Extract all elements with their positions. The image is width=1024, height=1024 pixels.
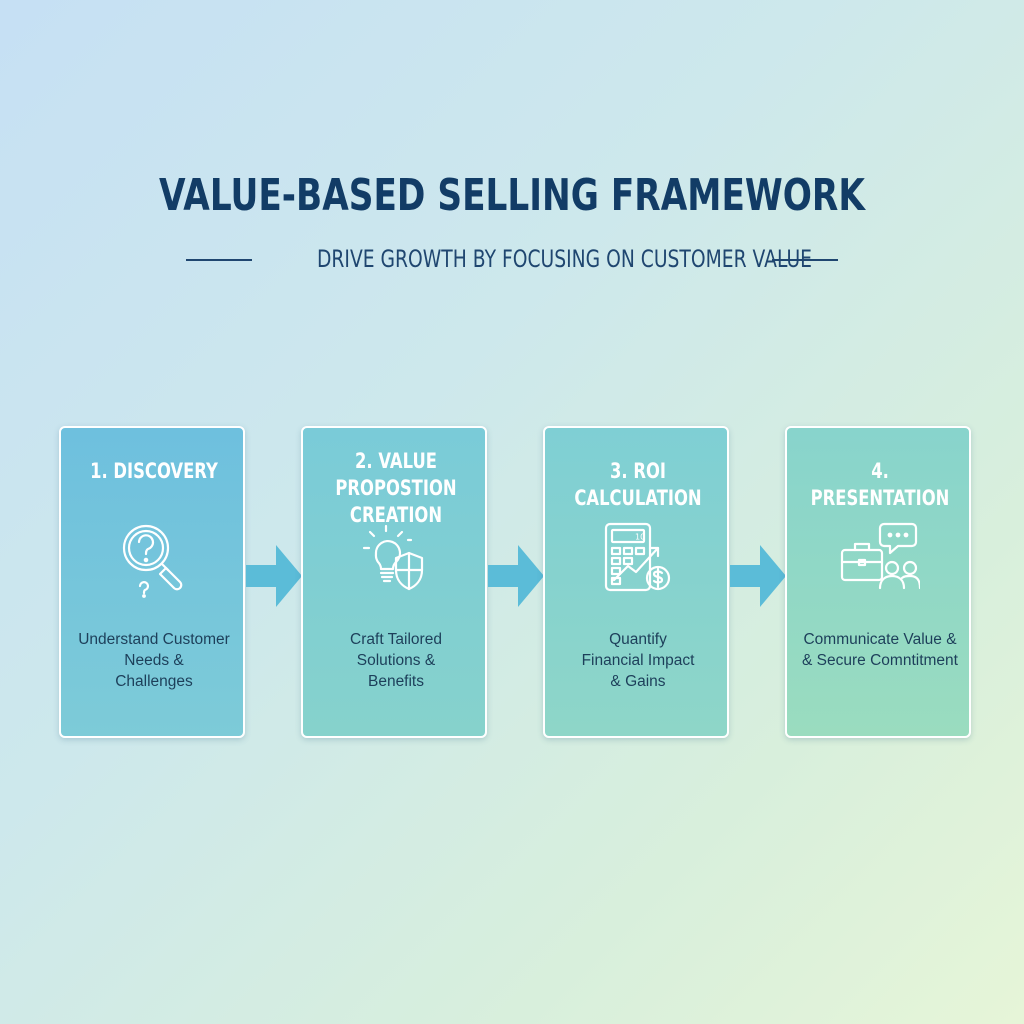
step-description: Craft Tailored Solutions & Benefits xyxy=(350,631,442,690)
step-description: Quantify Financial Impact & Gains xyxy=(581,631,695,690)
flow-arrow-icon xyxy=(488,545,544,607)
step-card-value-proposition: 2. VALUE PROPOSTION CREATION Craft Tailo… xyxy=(301,426,487,738)
lightbulb-shield-icon xyxy=(362,524,424,591)
magnifier-question-icon xyxy=(122,524,183,598)
subtitle-row: DRIVE GROWTH BY FOCUSING ON CUSTOMER VAL… xyxy=(0,245,1024,275)
step-title-line1: 2. VALUE PROPOSTION xyxy=(335,449,457,500)
step-card-discovery: 1. DISCOVERY Understand Customer Needs &… xyxy=(59,426,245,738)
subtitle-rule-right xyxy=(772,259,838,261)
page-subtitle: DRIVE GROWTH BY FOCUSING ON CUSTOMER VAL… xyxy=(317,245,812,273)
step-card-presentation: 4. PRESENTATION Communicate Value & & Se… xyxy=(785,426,971,738)
step-title: 1. DISCOVERY xyxy=(90,459,218,483)
step-title: 3. ROI CALCULATION xyxy=(574,459,702,510)
flow-arrow-icon xyxy=(246,545,302,607)
briefcase-chat-people-icon xyxy=(840,522,920,590)
step-card-roi-calculation: 3. ROI CALCULATION 10 Quantify Financial… xyxy=(543,426,729,738)
step-title-line2: CREATION xyxy=(349,503,443,527)
subtitle-rule-left xyxy=(186,259,252,261)
calculator-chart-dollar-icon: 10 xyxy=(604,522,671,592)
step-title: 2. VALUE PROPOSTION CREATION xyxy=(316,448,477,529)
step-title: 4. PRESENTATION xyxy=(810,459,950,510)
calculator-display-text: 10 xyxy=(635,533,645,542)
flow-arrow-icon xyxy=(730,545,786,607)
page-title: VALUE-BASED SELLING FRAMEWORK xyxy=(159,170,865,221)
step-description: Communicate Value & & Secure Comntitment xyxy=(802,631,958,669)
step-description: Understand Customer Needs & Challenges xyxy=(78,631,230,690)
